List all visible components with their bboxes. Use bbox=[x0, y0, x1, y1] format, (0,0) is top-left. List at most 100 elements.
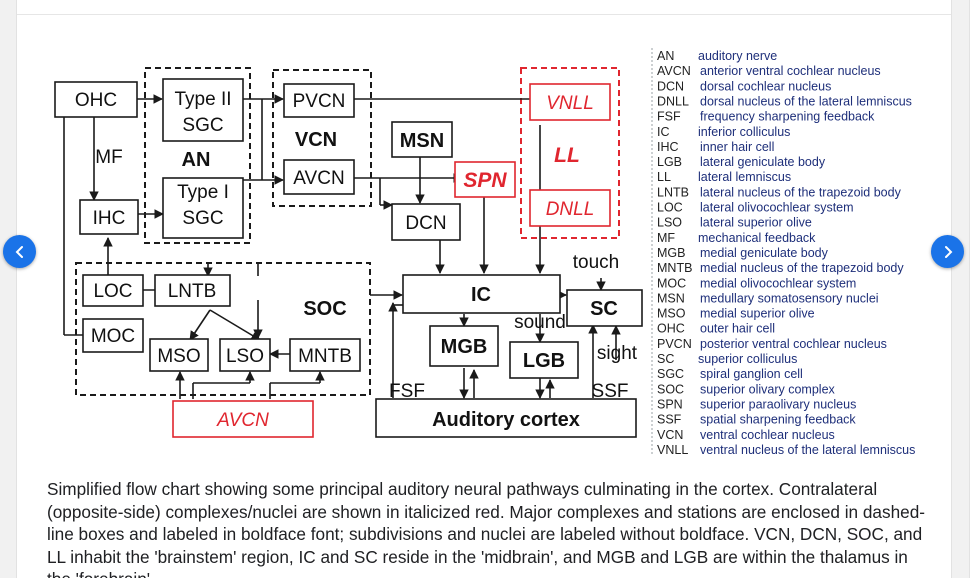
legend-abbr: MSN bbox=[657, 291, 685, 305]
legend-abbr: SGC bbox=[657, 367, 684, 381]
legend-abbr: MSO bbox=[657, 307, 686, 321]
vcn-complex-box bbox=[272, 69, 372, 207]
auditory-cortex-box bbox=[375, 398, 637, 438]
next-button[interactable] bbox=[931, 235, 964, 268]
legend-abbr: SC bbox=[657, 352, 674, 366]
auditory-cortex-label: Auditory cortex bbox=[432, 409, 580, 431]
legend-description: dorsal nucleus of the lateral lemniscus bbox=[700, 94, 912, 108]
sight-label: sight bbox=[597, 343, 638, 364]
legend-description: auditory nerve bbox=[698, 49, 777, 63]
legend-abbr: IHC bbox=[657, 140, 679, 154]
lso-box bbox=[219, 338, 271, 372]
avcn-box bbox=[283, 159, 355, 195]
legend-description: lateral olivocochlear system bbox=[700, 201, 854, 215]
legend-description: superior olivary complex bbox=[700, 382, 836, 396]
legend-description: outer hair cell bbox=[700, 322, 775, 336]
dnll-box bbox=[529, 189, 611, 227]
lgb-box bbox=[509, 341, 579, 379]
an-label: AN bbox=[182, 149, 211, 171]
legend-abbr: IC bbox=[657, 125, 670, 139]
dcn-box bbox=[391, 203, 461, 241]
legend-description: inner hair cell bbox=[700, 140, 774, 154]
chevron-left-icon bbox=[15, 245, 23, 258]
lntb-label: LNTB bbox=[168, 281, 217, 302]
legend-description: mechanical feedback bbox=[698, 231, 816, 245]
legend-description: medial superior olive bbox=[700, 307, 815, 321]
soc-complex-box bbox=[75, 262, 371, 396]
type1-sgc-label: SGC bbox=[182, 208, 223, 229]
legend-abbr: LOC bbox=[657, 201, 683, 215]
vcn-label: VCN bbox=[295, 129, 337, 151]
legend-description: anterior ventral cochlear nucleus bbox=[700, 64, 881, 78]
ssf-label: SSF bbox=[592, 381, 629, 402]
sc-label: SC bbox=[590, 298, 618, 320]
msn-label: MSN bbox=[400, 130, 444, 152]
legend-abbr: LNTB bbox=[657, 185, 689, 199]
legend-abbr: VCN bbox=[657, 428, 683, 442]
chevron-right-icon bbox=[944, 245, 952, 258]
legend-description: posterior ventral cochlear nucleus bbox=[700, 337, 887, 351]
mso-box bbox=[149, 338, 209, 372]
touch-label: touch bbox=[573, 252, 619, 273]
type1-sgc-box bbox=[162, 177, 244, 239]
legend-abbr: DCN bbox=[657, 79, 684, 93]
pvcn-label: PVCN bbox=[293, 91, 346, 112]
type2-sgc-box bbox=[162, 78, 244, 142]
previous-button[interactable] bbox=[3, 235, 36, 268]
ohc-label: OHC bbox=[75, 90, 117, 111]
legend-abbr: LSO bbox=[657, 216, 682, 230]
ll-complex-box bbox=[520, 67, 620, 239]
card-divider bbox=[17, 14, 951, 15]
legend-abbr: MF bbox=[657, 231, 675, 245]
legend-abbr: MOC bbox=[657, 276, 686, 290]
dnll-label: DNLL bbox=[546, 199, 595, 220]
ic-box bbox=[402, 274, 561, 314]
next-card-edge bbox=[969, 0, 979, 578]
legend-abbr: MGB bbox=[657, 246, 685, 260]
legend-description: ventral nucleus of the lateral lemniscus bbox=[700, 443, 915, 457]
sc-box bbox=[566, 289, 643, 327]
legend-abbr: MNTB bbox=[657, 261, 692, 275]
legend-description: inferior colliculus bbox=[698, 125, 790, 139]
legend-description: medial nucleus of the trapezoid body bbox=[700, 261, 904, 275]
moc-box bbox=[82, 318, 144, 353]
legend-description: superior colliculus bbox=[698, 352, 797, 366]
legend-abbr: OHC bbox=[657, 322, 685, 336]
ic-label: IC bbox=[471, 284, 491, 306]
loc-label: LOC bbox=[93, 281, 132, 302]
legend-description: spatial sharpening feedback bbox=[700, 413, 856, 427]
msn-box bbox=[391, 121, 453, 158]
moc-label: MOC bbox=[91, 326, 135, 347]
avcn-contralateral-label: AVCN bbox=[216, 410, 269, 431]
mgb-box bbox=[429, 325, 499, 367]
legend-abbr: SSF bbox=[657, 413, 682, 427]
soc-label: SOC bbox=[303, 298, 346, 320]
legend-description: superior paraolivary nucleus bbox=[700, 397, 856, 411]
legend-description: medial geniculate body bbox=[700, 246, 829, 260]
legend-abbr: SPN bbox=[657, 397, 683, 411]
legend-abbr: FSF bbox=[657, 110, 681, 124]
type1-label: Type I bbox=[177, 182, 229, 203]
spn-label: SPN bbox=[463, 169, 507, 192]
lgb-label: LGB bbox=[523, 350, 565, 372]
mf-label: MF bbox=[95, 147, 122, 168]
auditory-pathway-figure: OHC MF IHC Type II SGC AN Type I SGC PVC… bbox=[54, 48, 915, 457]
legend-abbr: VNLL bbox=[657, 443, 688, 457]
mntb-box bbox=[289, 338, 361, 372]
legend-description: dorsal cochlear nucleus bbox=[700, 79, 831, 93]
avcn-label: AVCN bbox=[293, 168, 344, 189]
avcn-contralateral-box bbox=[172, 400, 314, 438]
ll-label: LL bbox=[554, 144, 580, 167]
figure-caption: Simplified flow chart showing some princ… bbox=[47, 479, 925, 578]
lso-label: LSO bbox=[226, 346, 264, 367]
pvcn-box bbox=[283, 83, 355, 118]
dcn-label: DCN bbox=[405, 213, 446, 234]
legend-abbr: LGB bbox=[657, 155, 682, 169]
ihc-label: IHC bbox=[93, 208, 126, 229]
legend-abbr: PVCN bbox=[657, 337, 692, 351]
legend-abbr: DNLL bbox=[657, 94, 689, 108]
legend-description: lateral superior olive bbox=[700, 216, 812, 230]
legend-description: frequency sharpening feedback bbox=[700, 110, 875, 124]
legend-description: medullary somatosensory nuclei bbox=[700, 291, 879, 305]
